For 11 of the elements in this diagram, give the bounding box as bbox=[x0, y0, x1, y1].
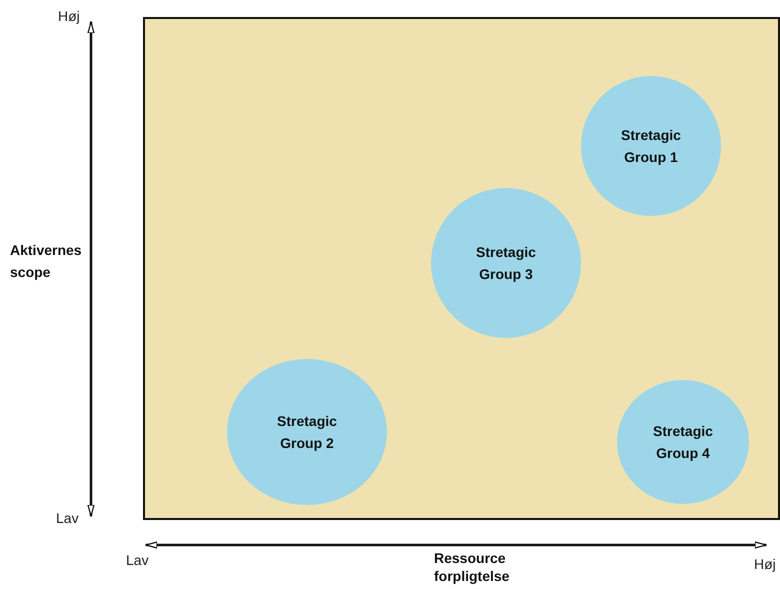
axis-end-label: Høj bbox=[754, 556, 776, 572]
group-label: Stretagic Group 3 bbox=[475, 243, 537, 284]
group-label: Stretagic Group 1 bbox=[620, 126, 682, 167]
group-label: Stretagic Group 4 bbox=[652, 422, 714, 463]
group-label: Stretagic Group 2 bbox=[276, 412, 338, 453]
axis-title: Aktivernes scope bbox=[10, 241, 83, 282]
axis-end-label: Høj bbox=[58, 8, 80, 24]
axis-end-label: Lav bbox=[56, 510, 79, 526]
axis-title: Ressource forpligtelse bbox=[434, 549, 510, 585]
chart-area bbox=[143, 17, 780, 520]
axis-end-label: Lav bbox=[126, 552, 149, 568]
